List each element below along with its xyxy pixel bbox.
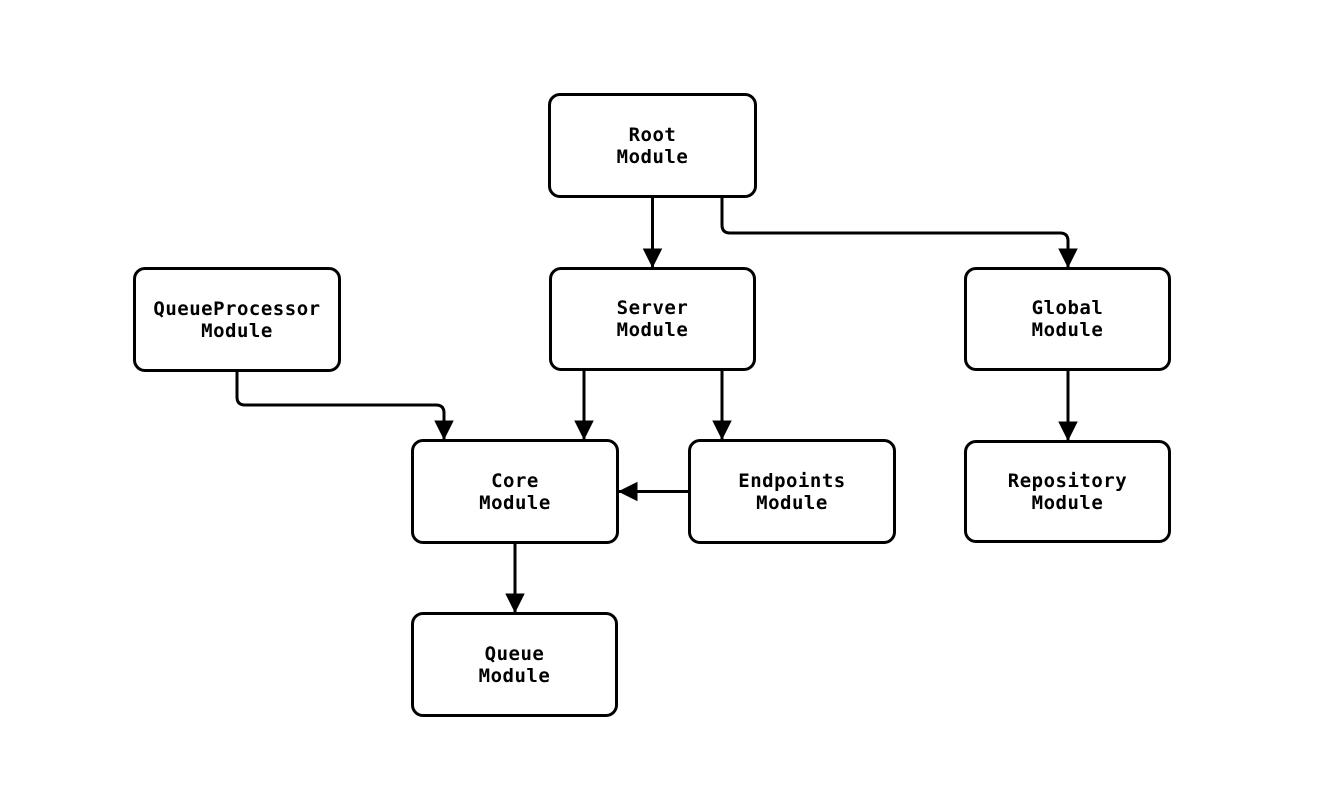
node-queueprocessor-module-label: QueueProcessor Module <box>153 297 321 342</box>
node-core-module-label: Core Module <box>479 469 551 514</box>
node-endpoints-module-label: Endpoints Module <box>738 469 846 514</box>
node-server-module: Server Module <box>549 267 756 371</box>
node-core-module: Core Module <box>411 439 619 544</box>
node-queue-module: Queue Module <box>411 612 618 717</box>
node-server-module-label: Server Module <box>616 297 689 341</box>
edge-queueprocessor-to-core <box>235 372 454 440</box>
node-global-module-label: Global Module <box>1031 297 1104 341</box>
node-repository-module-label: Repository Module <box>1007 469 1128 514</box>
node-root-module-label: Root Module <box>616 123 689 168</box>
node-root-module: Root Module <box>548 93 757 198</box>
node-endpoints-module: Endpoints Module <box>688 439 896 544</box>
edge-root-to-global <box>720 198 1078 268</box>
node-queueprocessor-module: QueueProcessor Module <box>133 267 341 372</box>
node-global-module: Global Module <box>964 267 1171 371</box>
node-queue-module-label: Queue Module <box>478 642 551 687</box>
node-repository-module: Repository Module <box>964 440 1171 543</box>
